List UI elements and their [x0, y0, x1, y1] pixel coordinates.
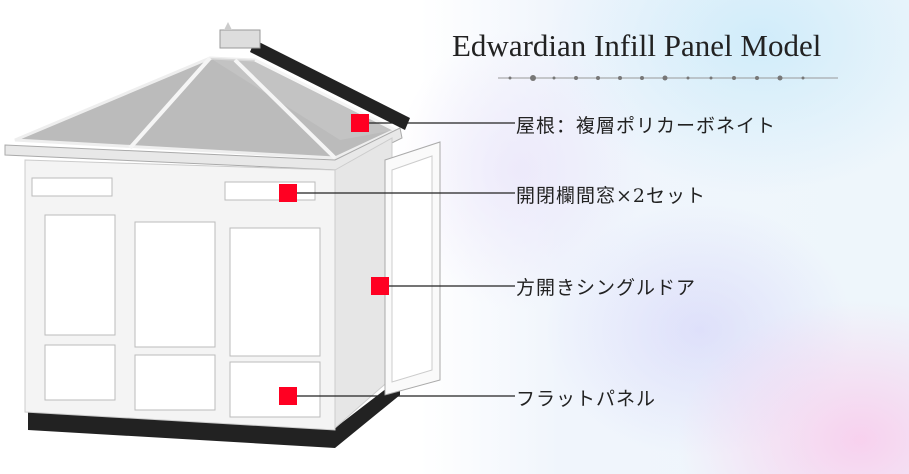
brick-base	[28, 378, 400, 448]
marker-door	[371, 277, 389, 295]
callout-transom-window: 開閉欄間窓×2セット	[516, 185, 707, 207]
marker-transom	[279, 184, 297, 202]
dotted-divider	[498, 75, 838, 81]
roof-ridge-tiles	[250, 40, 410, 130]
callout-single-door: 方開きシングルドア	[516, 277, 697, 299]
page-title: Edwardian Infill Panel Model	[452, 28, 822, 63]
callout-roof: 屋根：複層ポリカーボネイト	[516, 115, 777, 137]
marker-panel	[279, 387, 297, 405]
callout-flat-panel: フラットパネル	[516, 388, 657, 410]
gutter	[4, 127, 403, 171]
marker-roof	[351, 114, 369, 132]
